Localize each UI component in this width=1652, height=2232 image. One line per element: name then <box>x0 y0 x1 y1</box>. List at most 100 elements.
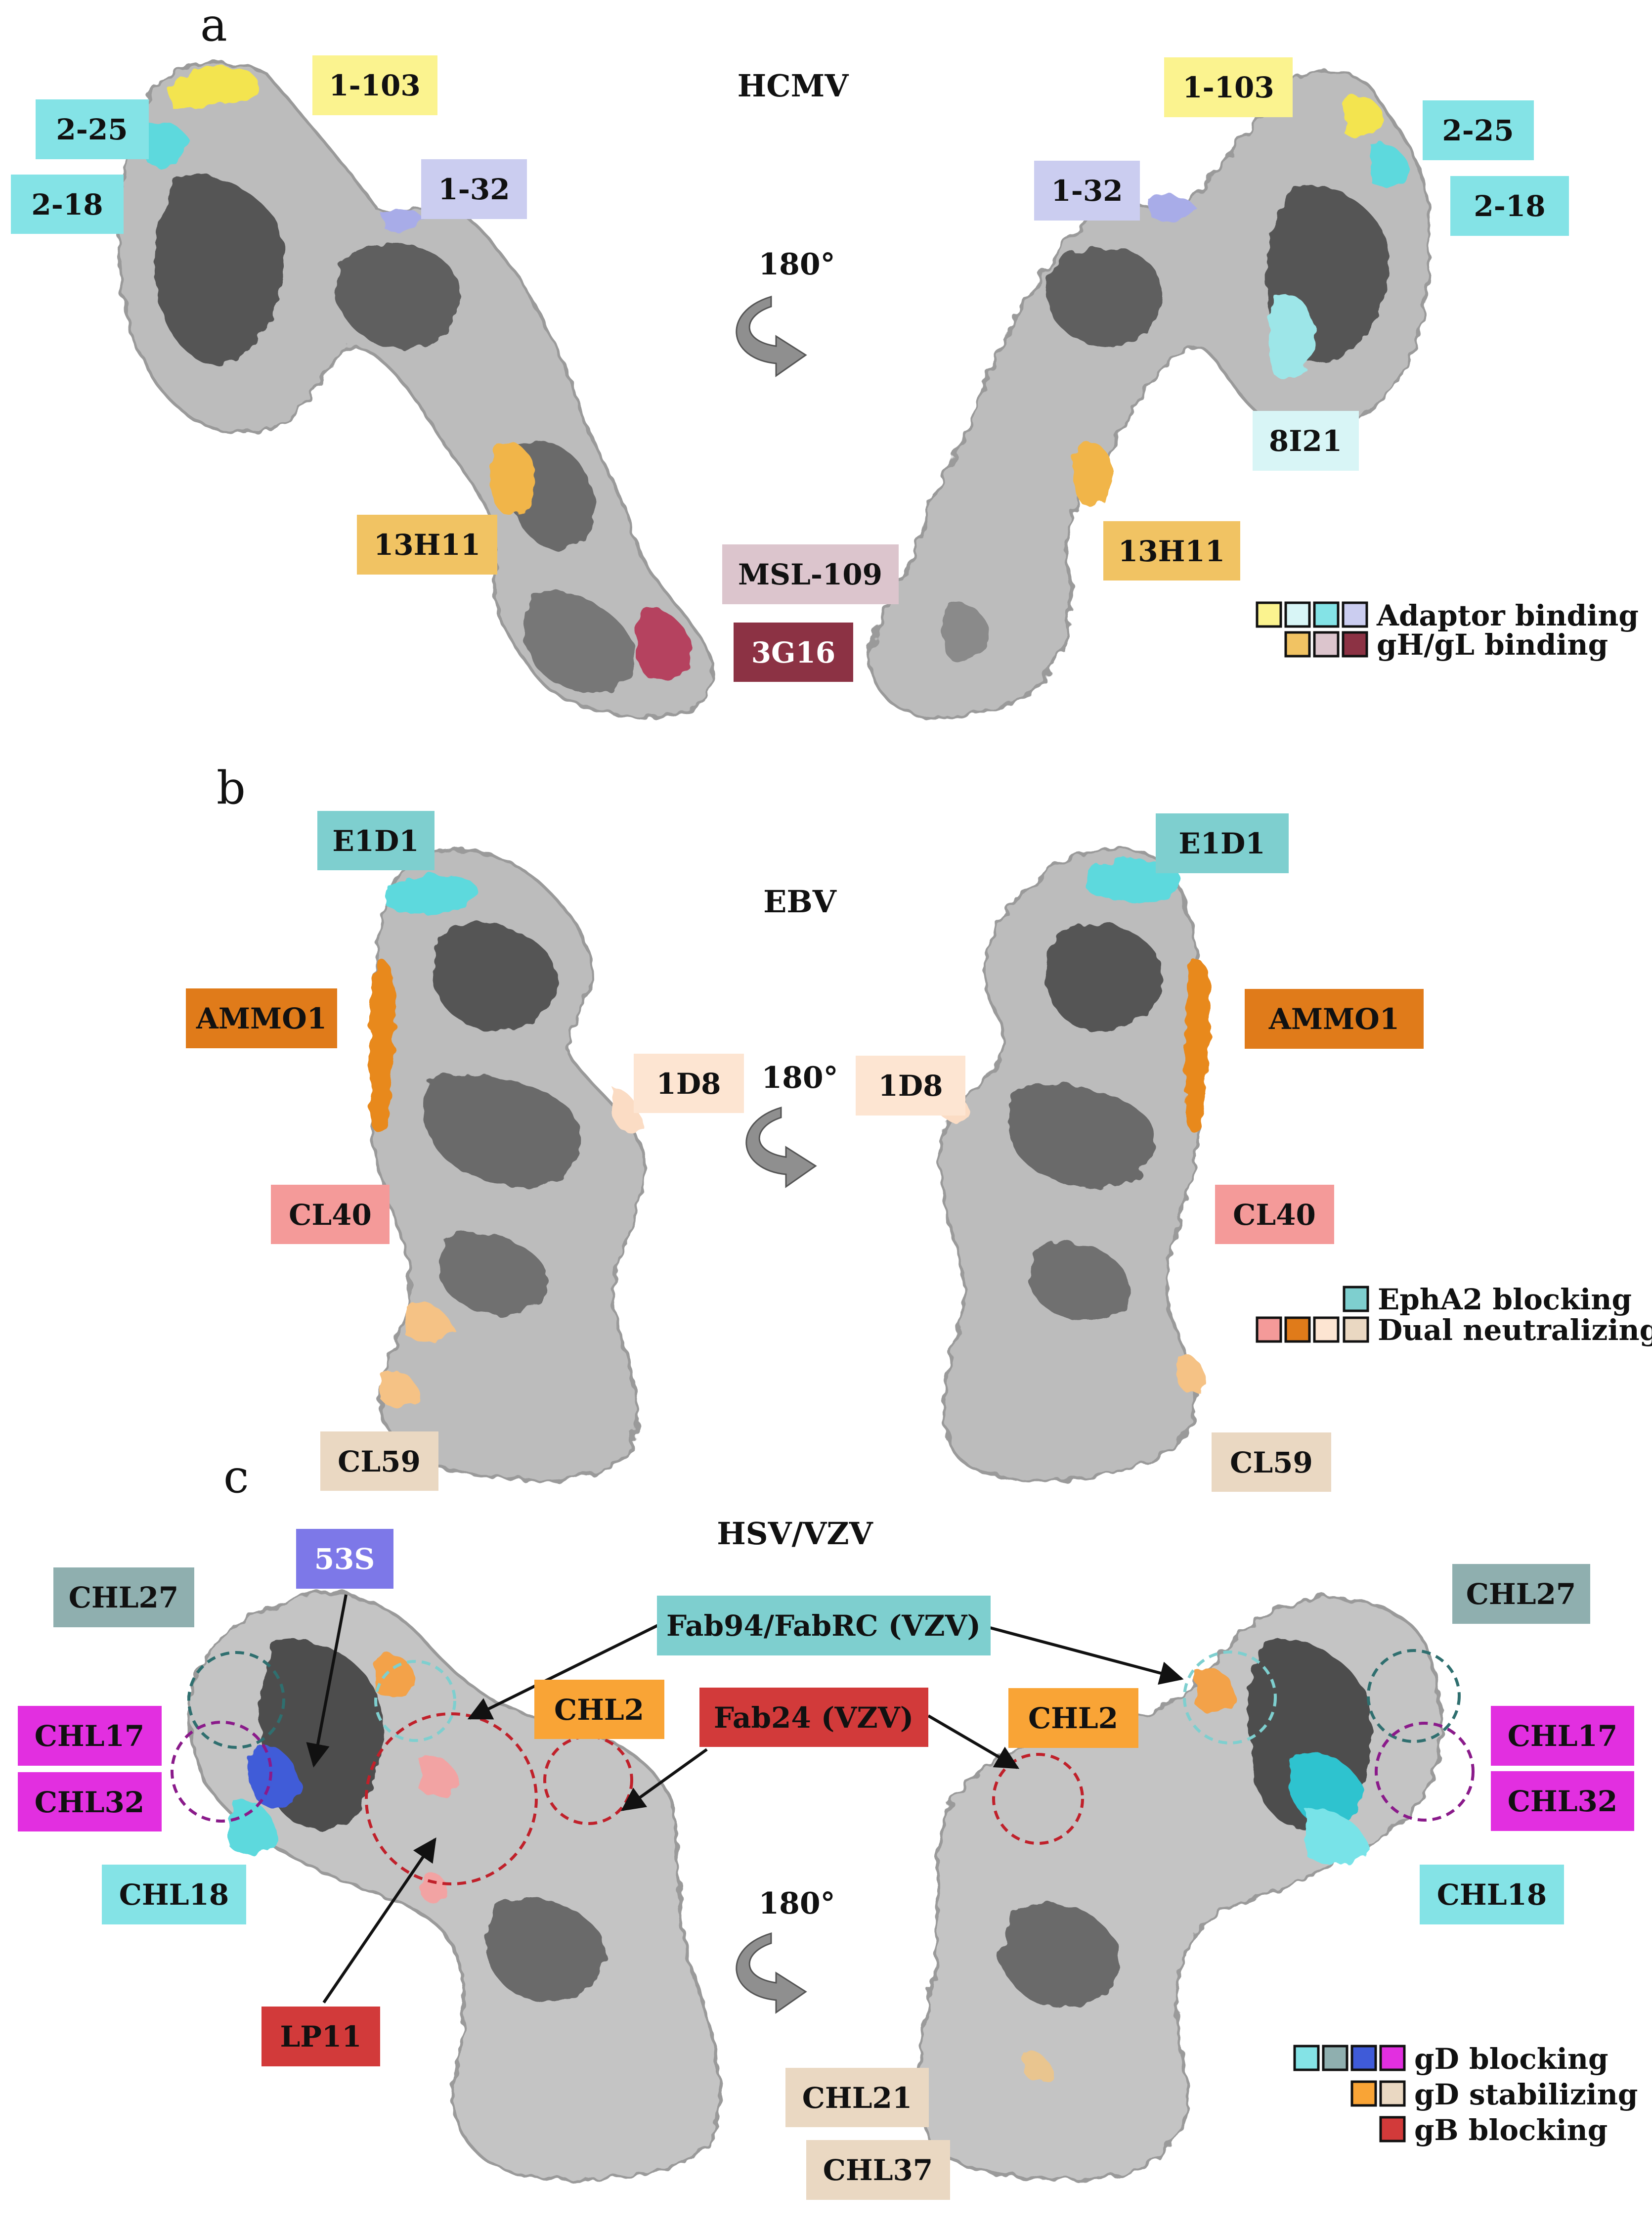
label-E1D1-left: E1D1 <box>317 811 435 870</box>
svg-text:AMMO1: AMMO1 <box>1268 1002 1399 1036</box>
legend-a-row-adaptor: Adaptor binding <box>1256 599 1639 632</box>
legend-c-label-gd-stabilizing: gD stabilizing <box>1414 2078 1638 2111</box>
protein-ebv-right <box>937 848 1211 1482</box>
svg-text:LP11: LP11 <box>280 2020 361 2053</box>
rotation-arrow-c: 180° <box>736 1886 835 2014</box>
svg-text:1-103: 1-103 <box>329 69 421 102</box>
label-CHL27-right: CHL27 <box>1452 1564 1590 1624</box>
protein-hsv-left <box>187 1591 722 2181</box>
label-CHL27-left: CHL27 <box>53 1567 194 1627</box>
label-13H11-right: 13H11 <box>1103 521 1240 580</box>
svg-text:2-18: 2-18 <box>1474 189 1545 223</box>
svg-text:CL40: CL40 <box>1233 1198 1316 1232</box>
svg-text:CL59: CL59 <box>338 1445 421 1478</box>
legend-c-row-gd-stabilizing: gD stabilizing <box>1350 2078 1638 2111</box>
svg-text:E1D1: E1D1 <box>332 824 419 858</box>
panel-title-c: HSV/VZV <box>717 1516 873 1552</box>
svg-text:CHL17: CHL17 <box>35 1719 144 1753</box>
legend-a-label-adaptor: Adaptor binding <box>1376 599 1639 632</box>
svg-text:1-32: 1-32 <box>1051 174 1123 208</box>
label-1-32-left: 1-32 <box>421 159 527 219</box>
label-3G16: 3G16 <box>734 623 853 682</box>
label-CHL2-left: CHL2 <box>534 1680 664 1739</box>
label-2-25-right: 2-25 <box>1423 100 1534 160</box>
svg-text:2-25: 2-25 <box>1442 114 1514 147</box>
svg-text:1D8: 1D8 <box>656 1067 721 1101</box>
svg-text:CHL27: CHL27 <box>1466 1577 1576 1611</box>
label-CL59-left: CL59 <box>320 1431 438 1491</box>
legend-b-label-dual: Dual neutralizing <box>1378 1313 1652 1347</box>
svg-text:CHL21: CHL21 <box>802 2081 912 2115</box>
legend-a-label-ghgl: gH/gL binding <box>1377 628 1608 662</box>
label-CHL37: CHL37 <box>806 2140 950 2200</box>
svg-text:CHL18: CHL18 <box>1437 1878 1547 1912</box>
svg-text:E1D1: E1D1 <box>1178 827 1265 860</box>
panel-title-b: EBV <box>763 884 837 920</box>
svg-text:CHL27: CHL27 <box>69 1581 178 1614</box>
label-AMMO1-left: AMMO1 <box>186 988 337 1048</box>
svg-text:2-18: 2-18 <box>31 188 103 222</box>
svg-text:1-103: 1-103 <box>1182 71 1274 104</box>
svg-text:53S: 53S <box>314 1542 375 1576</box>
svg-text:13H11: 13H11 <box>1118 535 1225 568</box>
label-2-25-left: 2-25 <box>36 99 149 159</box>
svg-text:AMMO1: AMMO1 <box>196 1002 327 1035</box>
label-CHL17-left: CHL17 <box>18 1706 162 1766</box>
label-1-32-right: 1-32 <box>1034 161 1140 221</box>
svg-text:CHL32: CHL32 <box>1508 1785 1617 1818</box>
protein-hcmv-left <box>116 61 714 719</box>
panel-letter-a: a <box>200 0 227 51</box>
annotation-arrows <box>306 1594 1184 2004</box>
svg-text:CHL2: CHL2 <box>1028 1701 1118 1735</box>
label-AMMO1-right: AMMO1 <box>1245 989 1424 1049</box>
svg-text:CHL17: CHL17 <box>1508 1719 1617 1753</box>
rotation-label-a: 180° <box>758 247 835 282</box>
legend-b-label-epha2: EphA2 blocking <box>1378 1283 1632 1316</box>
label-Fab24: Fab24 (VZV) <box>699 1688 928 1747</box>
legend-c: gD blocking gD stabilizing gB blocking <box>1293 2042 1638 2147</box>
label-CHL18-right: CHL18 <box>1420 1865 1564 1924</box>
svg-text:2-25: 2-25 <box>56 113 128 146</box>
legend-b: EphA2 blocking Dual neutralizing <box>1256 1283 1652 1347</box>
panel-a: a HCMV 180° <box>11 0 1639 719</box>
label-1-103-left: 1-103 <box>312 55 437 115</box>
epitope-circles <box>171 1649 1475 1885</box>
svg-text:CHL18: CHL18 <box>119 1878 229 1912</box>
rotation-label-b: 180° <box>761 1061 838 1095</box>
panel-letter-b: b <box>217 761 246 814</box>
label-CHL18-left: CHL18 <box>102 1865 246 1924</box>
legend-c-label-gb-blocking: gB blocking <box>1414 2113 1608 2147</box>
svg-text:1D8: 1D8 <box>878 1069 943 1103</box>
protein-ebv-left <box>369 848 645 1482</box>
legend-c-row-gd-blocking: gD blocking <box>1293 2042 1609 2076</box>
panel-title-a: HCMV <box>738 68 849 104</box>
legend-c-label-gd-blocking: gD blocking <box>1414 2042 1609 2076</box>
label-CHL32-right: CHL32 <box>1491 1771 1634 1831</box>
svg-text:1-32: 1-32 <box>438 173 510 206</box>
svg-text:Fab94/FabRC (VZV): Fab94/FabRC (VZV) <box>666 1609 981 1643</box>
protein-hcmv-right <box>868 70 1432 719</box>
label-CHL21: CHL21 <box>785 2068 929 2127</box>
label-53S: 53S <box>296 1529 393 1589</box>
label-8I21: 8I21 <box>1253 411 1359 471</box>
label-CHL32-left: CHL32 <box>18 1772 162 1831</box>
rotation-arrow-b: 180° <box>745 1061 838 1188</box>
legend-a-row-ghgl: gH/gL binding <box>1284 628 1608 662</box>
svg-text:CHL32: CHL32 <box>35 1786 144 1819</box>
legend-b-row-dual: Dual neutralizing <box>1256 1313 1652 1347</box>
label-CL59-right: CL59 <box>1212 1432 1331 1492</box>
label-2-18-right: 2-18 <box>1450 176 1569 236</box>
panel-c: c HSV/VZV <box>18 1450 1638 2200</box>
panel-letter-c: c <box>223 1450 249 1503</box>
svg-text:CL40: CL40 <box>289 1198 372 1232</box>
label-1-103-right: 1-103 <box>1164 57 1293 117</box>
label-1D8-right: 1D8 <box>856 1056 965 1116</box>
label-CHL2-right: CHL2 <box>1008 1688 1138 1748</box>
label-CHL17-right: CHL17 <box>1491 1706 1634 1766</box>
label-CL40-left: CL40 <box>271 1185 390 1244</box>
label-LP11: LP11 <box>261 2007 380 2066</box>
label-2-18-left: 2-18 <box>11 175 124 234</box>
rotation-label-c: 180° <box>758 1886 835 1921</box>
